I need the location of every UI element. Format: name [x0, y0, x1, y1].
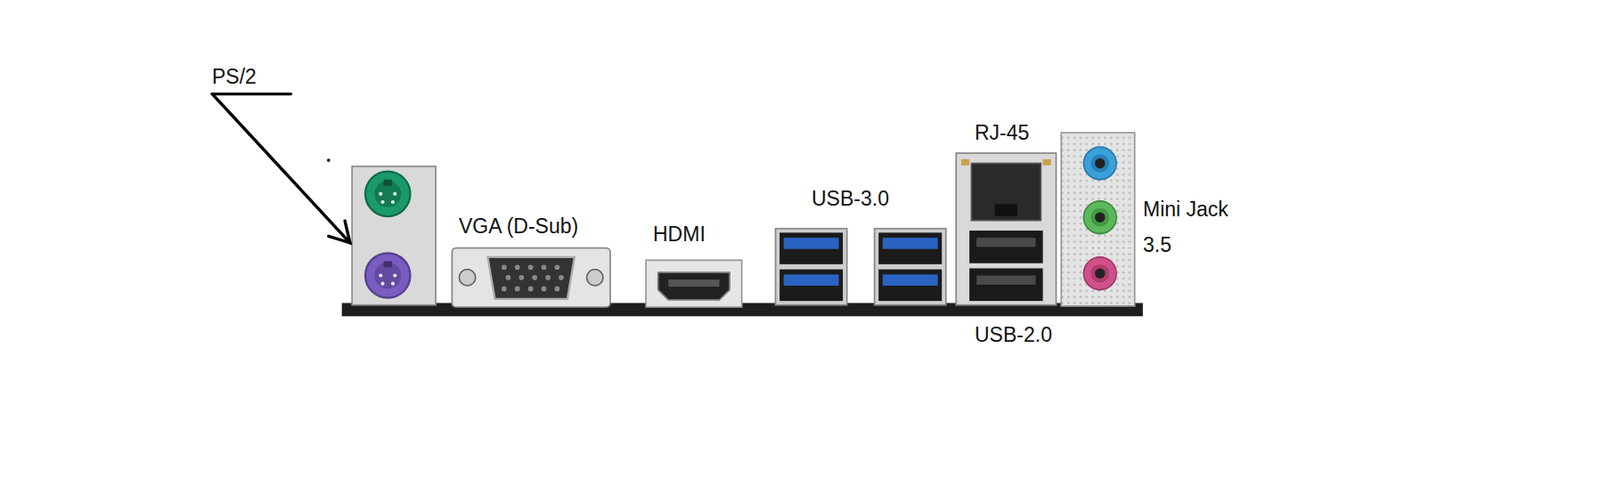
- ps2-pin: [378, 273, 383, 278]
- vga-screw: [587, 269, 604, 286]
- ps2-pin: [391, 200, 395, 205]
- hdmi-shell: [658, 272, 730, 301]
- usb2-ports: [969, 230, 1043, 302]
- hdmi-tongue: [668, 279, 719, 287]
- audio-panel: [1061, 132, 1135, 307]
- ps2-pin: [380, 282, 384, 286]
- vga-pins: [501, 264, 564, 292]
- hdmi-plate: [645, 260, 743, 308]
- rj45-socket: [971, 163, 1041, 221]
- rj45-latch: [995, 204, 1018, 217]
- port-label: USB-2.0: [974, 322, 1053, 348]
- port-label: VGA (D-Sub): [458, 213, 579, 239]
- ps2-key: [383, 179, 392, 187]
- ps2-port-green: [365, 171, 410, 217]
- leader-arrow: [212, 94, 351, 244]
- audio-jacks: [1083, 146, 1117, 290]
- port-label: Mini Jack 3.5: [1142, 191, 1243, 263]
- ps2-key: [383, 261, 392, 268]
- usb3-stack: [874, 228, 947, 306]
- usb3-stack: [775, 228, 848, 306]
- port-label: RJ-45: [974, 120, 1029, 146]
- port-label: USB-3.0: [811, 186, 890, 212]
- rj45-led: [961, 159, 970, 166]
- stray-dot: [326, 158, 331, 163]
- vga-plate: [451, 248, 611, 308]
- vga-screw: [458, 269, 475, 286]
- ps2-pin: [392, 192, 397, 196]
- port-label: PS/2: [212, 64, 257, 90]
- lan-usb-housing: [955, 153, 1056, 306]
- ps2-pin: [392, 273, 397, 278]
- port-label: HDMI: [653, 221, 706, 247]
- ps2-bracket: [351, 166, 436, 306]
- ps2-pin: [380, 200, 384, 205]
- ps2-pin: [391, 282, 395, 286]
- vga-shell: [488, 257, 575, 300]
- ps2-pin: [378, 192, 383, 196]
- rj45-led: [1043, 159, 1052, 166]
- ps2-port-purple: [365, 253, 410, 298]
